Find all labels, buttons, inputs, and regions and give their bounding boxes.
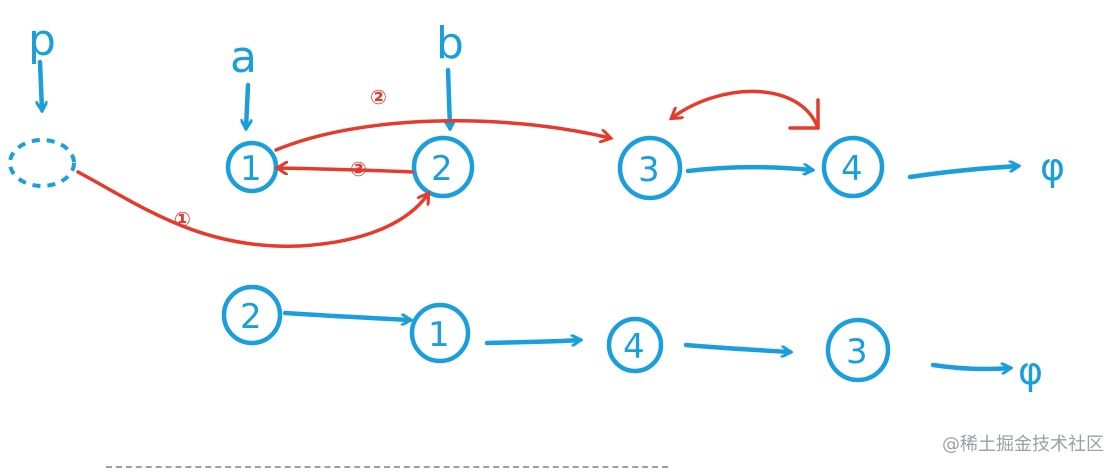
before-node-1: 1 (225, 140, 279, 194)
swap-arc-3-4-tip (788, 98, 820, 130)
step-3-label: ③ (350, 157, 367, 181)
after-link-3-4 (683, 342, 790, 352)
after-link-2-3 (484, 340, 580, 343)
step-2-label: ② (370, 85, 387, 109)
before-null-symbol: φ (1040, 145, 1065, 189)
swap-arc-3-4 (672, 89, 820, 130)
svg-text:4: 4 (623, 327, 645, 367)
after-null-symbol: φ (1018, 349, 1043, 393)
svg-text:4: 4 (841, 149, 863, 189)
before-node-3: 3 (617, 135, 683, 201)
pointer-a-label: a (230, 32, 257, 83)
after-node-4: 3 (825, 317, 891, 383)
svg-text:3: 3 (846, 332, 868, 372)
watermark: @稀土掘金技术社区 (942, 434, 1104, 455)
svg-text:3: 3 (638, 150, 660, 190)
before-node-4: 4 (821, 135, 885, 199)
svg-text:2: 2 (431, 149, 453, 189)
after-node-1: 2 (221, 284, 283, 346)
pointer-p-arrow (40, 59, 42, 110)
pointer-b-arrow (448, 67, 450, 128)
dummy-node (8, 138, 76, 188)
dashed-divider (106, 466, 668, 468)
pointer-p-label: p (28, 15, 56, 66)
after-node-2: 1 (409, 302, 471, 364)
svg-text:2: 2 (240, 297, 262, 337)
after-link-4-null (930, 365, 1010, 369)
svg-text:1: 1 (428, 315, 450, 355)
step-1-arrow (76, 170, 428, 248)
before-link-4-null (907, 166, 1018, 180)
step-1-label: ① (174, 207, 191, 231)
step-3-arrow (278, 168, 414, 172)
pointer-b-label: b (436, 18, 464, 69)
svg-text:1: 1 (240, 149, 262, 189)
after-link-1-2 (282, 310, 410, 320)
before-link-3-4 (685, 167, 812, 171)
pointer-a-arrow (246, 82, 248, 128)
step-2-arrow (274, 119, 610, 152)
before-node-2: 2 (411, 135, 475, 199)
after-node-3: 4 (606, 316, 664, 374)
